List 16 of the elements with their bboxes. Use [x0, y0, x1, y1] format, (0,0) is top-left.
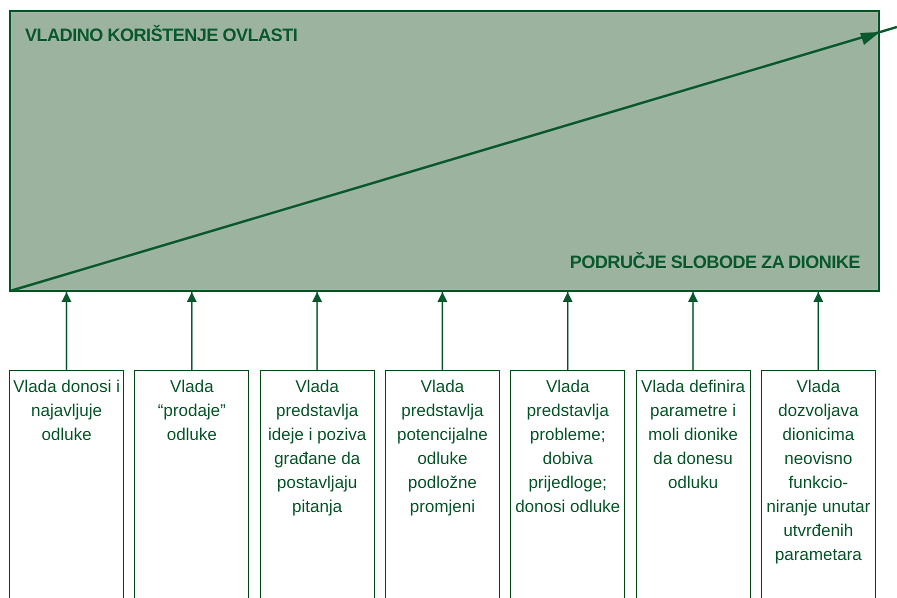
- arrow: [62, 292, 72, 370]
- arrow: [562, 292, 573, 370]
- panel-title: VLADINO KORIŠTENJE OVLASTI: [25, 24, 298, 47]
- step-box: Vlada dozvoljava dionicima neovisno funkcio- niranje unutar utvrđenih parametara: [760, 370, 876, 598]
- step-box: Vlada donosi i najavljuje odluke: [9, 370, 124, 598]
- step-box: Vlada predstavlja potencijalne odluke podložne promjeni: [384, 370, 500, 598]
- step-box: Vlada predstavlja ideje i poziva građane da postavljaju pitanja: [260, 370, 375, 598]
- arrow: [312, 292, 322, 370]
- arrow: [437, 292, 448, 370]
- panel-subtitle: PODRUČJE SLOBODE ZA DIONIKE: [570, 250, 860, 274]
- step-box: Vlada predstavlja probleme; dobiva prijedloge; donosi odluke: [510, 370, 626, 598]
- step-box: Vlada “prodaje” odluke: [134, 370, 250, 598]
- arrow: [813, 292, 824, 370]
- arrow: [688, 292, 698, 370]
- arrow: [186, 292, 197, 370]
- step-box: Vlada definira parametre i moli dionike da donesu odluku: [636, 370, 750, 598]
